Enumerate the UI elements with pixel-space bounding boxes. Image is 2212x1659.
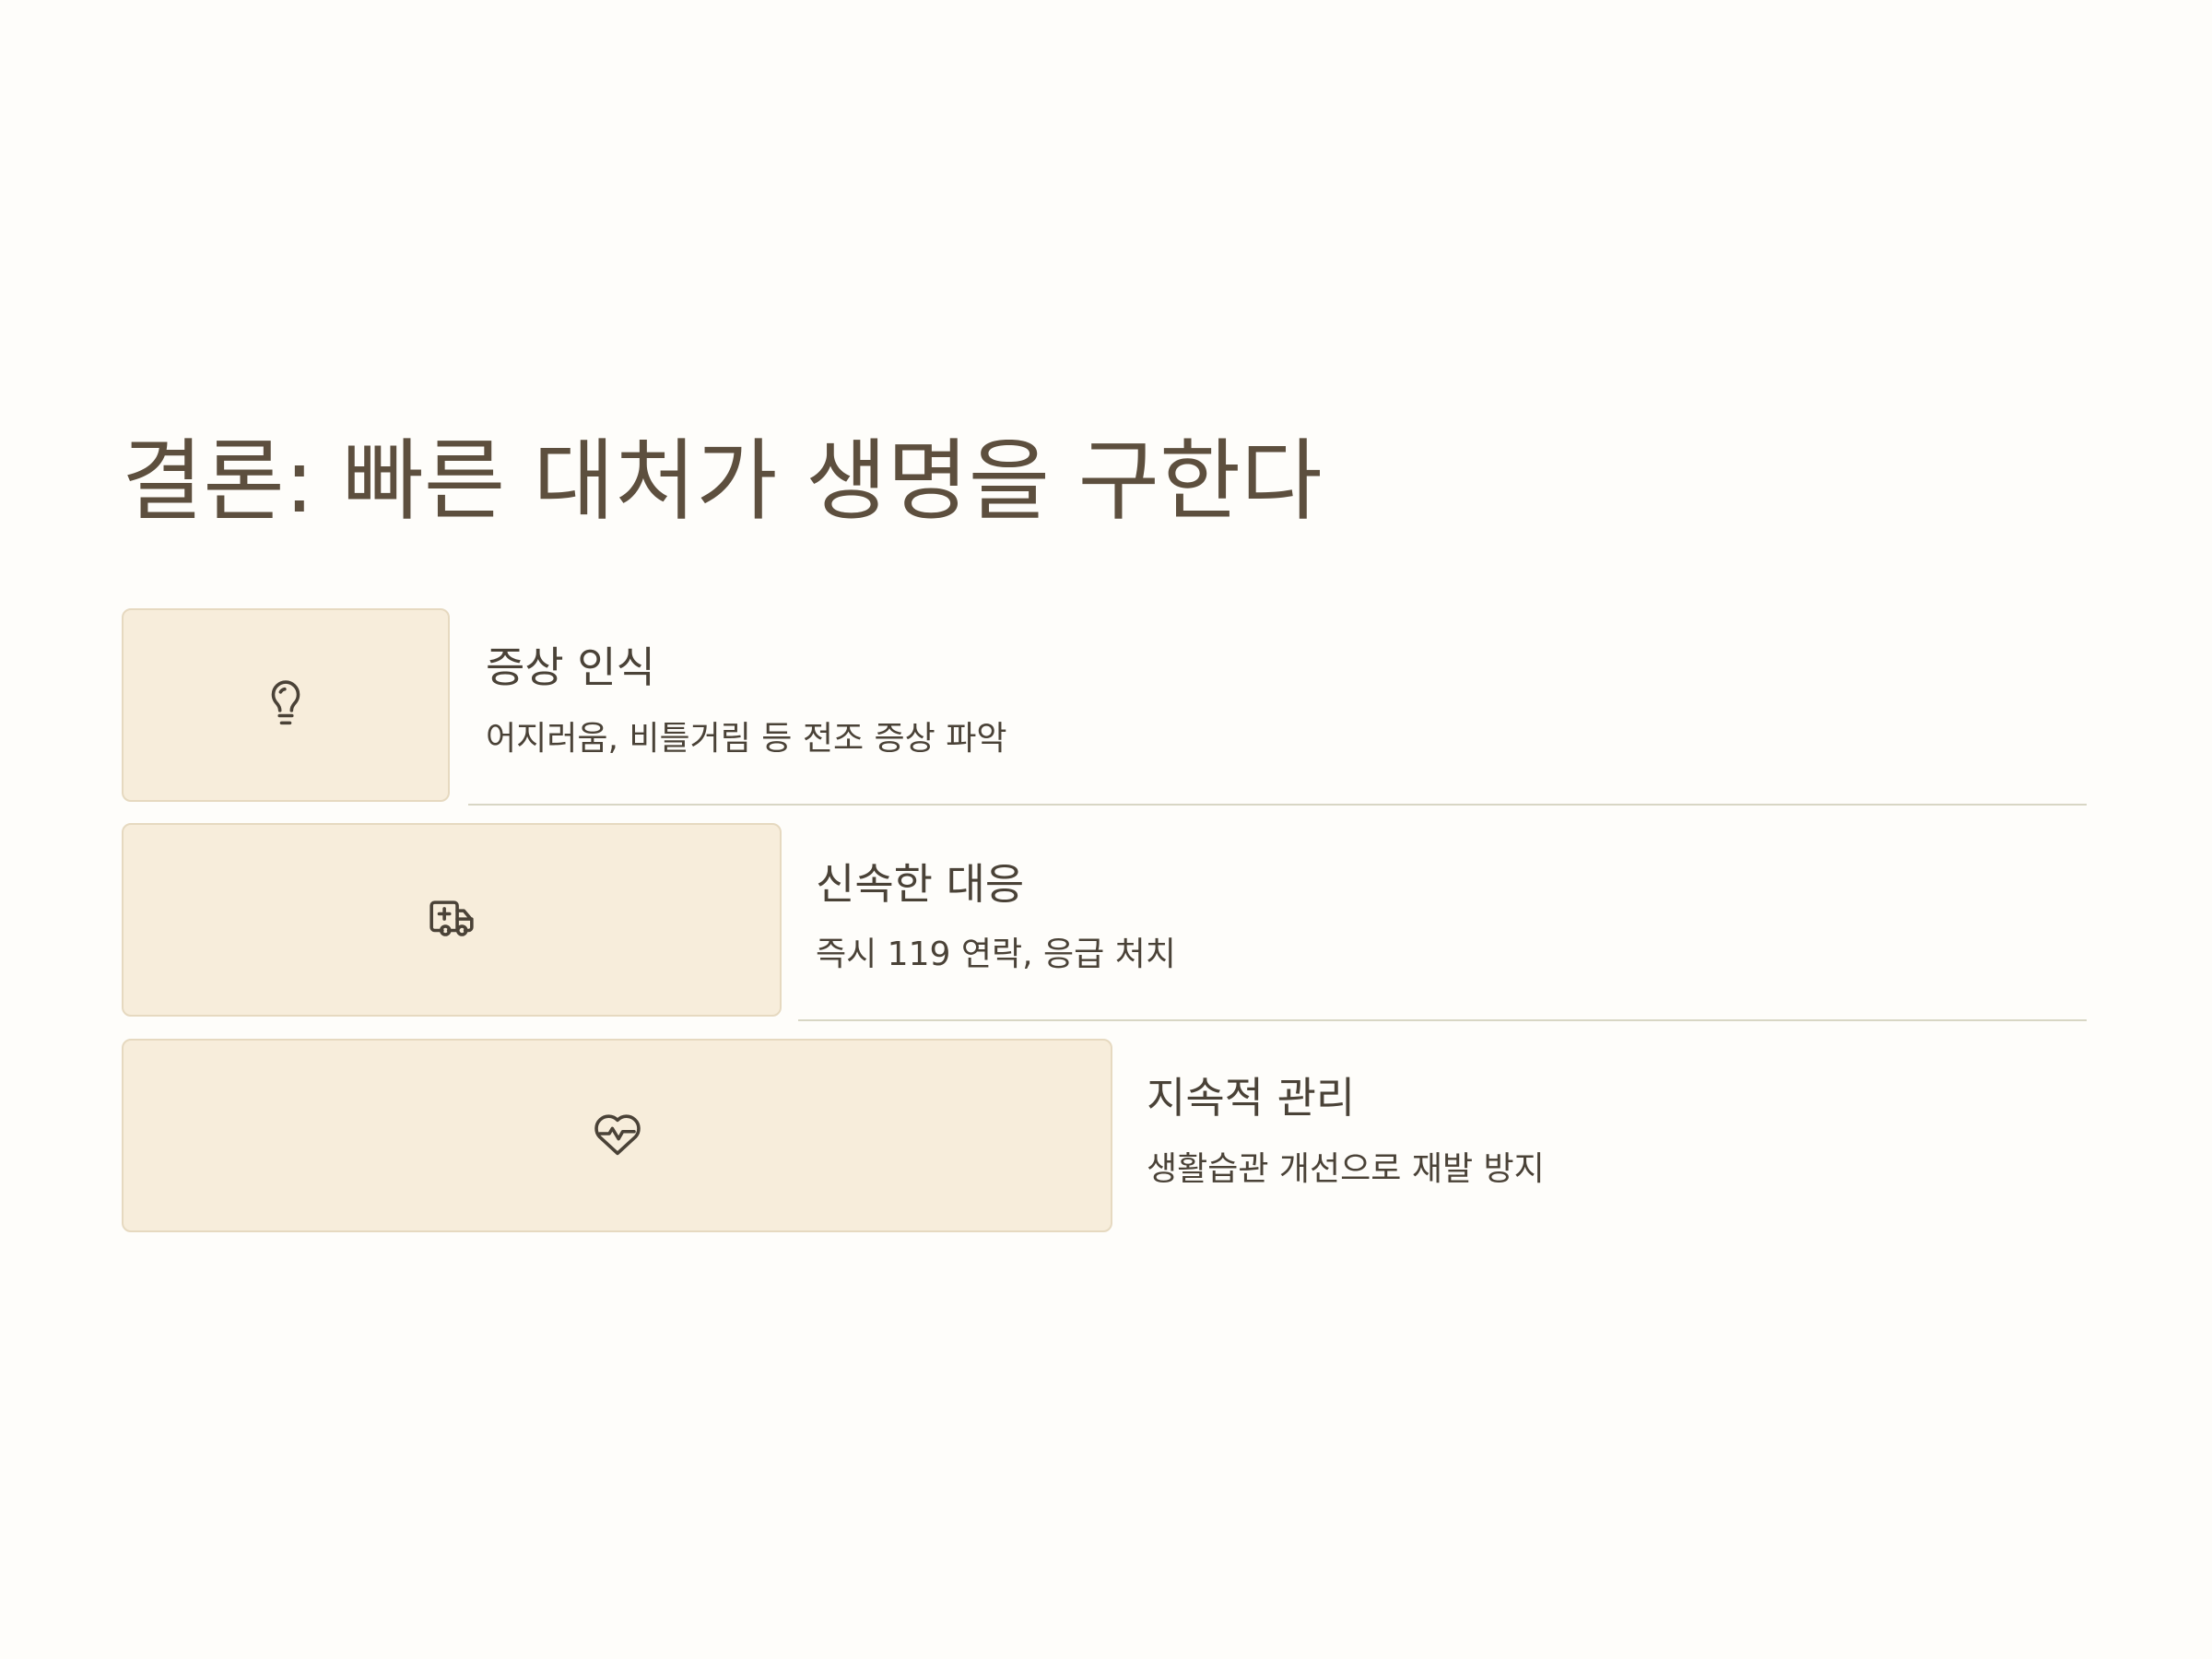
step-description-symptom-recognition: 어지러움, 비틀거림 등 전조 증상 파악 <box>486 720 1007 758</box>
step-description-ongoing-management: 생활습관 개선으로 재발 방지 <box>1147 1150 1545 1188</box>
slide-title: 결론: 빠른 대처가 생명을 구한다 <box>122 429 1323 533</box>
step-description-quick-response: 즉시 119 연락, 응급 처치 <box>816 935 1176 973</box>
step-icon-box-quick-response <box>122 823 782 1017</box>
step-title-quick-response: 신속한 대응 <box>816 859 1025 909</box>
step-title-ongoing-management: 지속적 관리 <box>1147 1073 1356 1123</box>
step-icon-box-symptom-recognition <box>122 608 450 802</box>
heart-pulse-icon <box>593 1109 642 1162</box>
lightbulb-icon <box>261 678 311 732</box>
ambulance-icon <box>427 893 477 947</box>
step-title-symptom-recognition: 증상 인식 <box>486 642 655 692</box>
step-divider <box>798 1019 2087 1021</box>
step-divider <box>468 804 2087 806</box>
step-icon-box-ongoing-management <box>122 1039 1112 1232</box>
